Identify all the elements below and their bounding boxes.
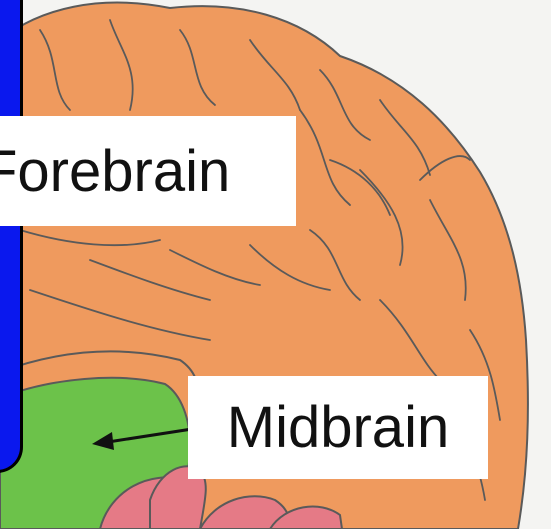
forebrain-label-box: Forebrain [0, 116, 296, 226]
midbrain-label: Midbrain [227, 394, 449, 461]
midbrain-label-box: Midbrain [188, 376, 488, 479]
forebrain-label: Forebrain [0, 138, 230, 205]
blue-side-panel [0, 0, 23, 473]
